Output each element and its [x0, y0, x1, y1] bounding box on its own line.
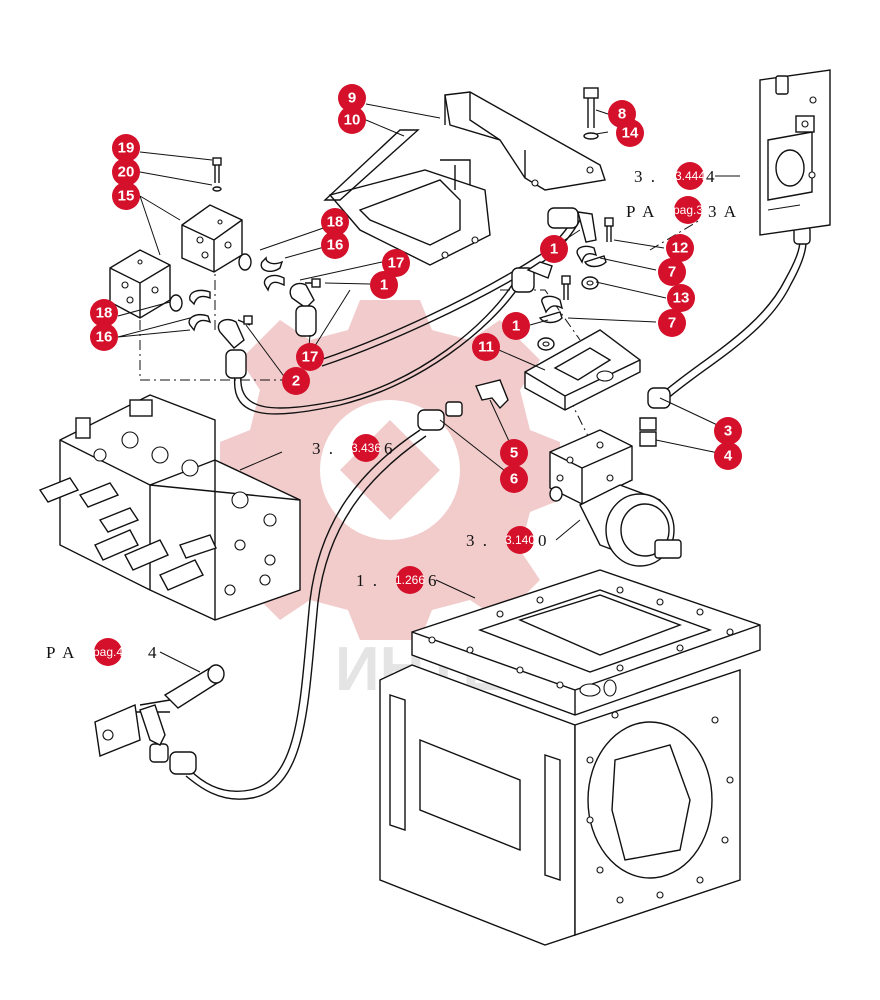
callout-number: 10: [344, 112, 361, 129]
leader-lines: [117, 103, 801, 673]
callout-number: 12: [672, 240, 689, 257]
callout-number: 11: [478, 339, 494, 356]
transmission-housing: [379, 569, 761, 946]
callout-1[interactable]: 1: [370, 271, 398, 299]
callout-number: 3: [724, 423, 732, 440]
hydraulic-pump: [549, 429, 682, 567]
bolt-19: [212, 157, 222, 192]
callout-number: 18: [327, 214, 344, 231]
valve-block-lower: [109, 249, 171, 319]
callout-6[interactable]: 6: [500, 465, 528, 493]
reference-badge: pag.3: [673, 203, 703, 217]
reference-prefix: 3 .: [312, 439, 335, 458]
callout-number: 1: [550, 241, 558, 258]
callout-1[interactable]: 1: [502, 312, 530, 340]
callout-number: 18: [96, 305, 113, 322]
cylinder-assembly: [94, 664, 225, 757]
reference-suffix: 6: [384, 439, 395, 458]
reference-prefix: 1 .: [356, 571, 379, 590]
reference-suffix: 6: [428, 571, 439, 590]
reference-1-266: 1 . 1.266 6: [356, 566, 439, 594]
callout-number: 1: [380, 277, 388, 294]
reference-3-140: 3 . 3.140 0: [466, 526, 549, 554]
reference-prefix: P A: [46, 643, 76, 662]
mounting-plate-11: [524, 329, 641, 411]
reference-badge: 3.436: [351, 441, 381, 455]
callout-number: 20: [118, 164, 135, 181]
reference-badge: 3.140: [505, 533, 535, 547]
callout-19[interactable]: 19: [112, 134, 140, 162]
seal-rings-clamps: [169, 253, 321, 332]
callout-number: 7: [668, 264, 676, 281]
callout-number: 16: [327, 237, 344, 254]
callout-9[interactable]: 9: [338, 84, 366, 112]
reference-badge: 3.444: [675, 169, 705, 183]
callout-number: 15: [118, 188, 135, 205]
control-valve-bank: [38, 394, 301, 621]
reference-suffix: 4: [148, 643, 159, 662]
callout-18[interactable]: 18: [321, 208, 349, 236]
callout-number: 4: [724, 448, 733, 465]
callout-2[interactable]: 2: [282, 367, 310, 395]
reference-suffix: 3 A: [708, 202, 738, 221]
callout-number: 17: [388, 255, 405, 272]
callout-14[interactable]: 14: [616, 119, 644, 147]
callout-number: 8: [618, 106, 626, 123]
callout-number: 2: [292, 373, 300, 390]
support-bracket-lower: [323, 129, 491, 266]
callout-number: 6: [510, 471, 518, 488]
callout-20[interactable]: 20: [112, 158, 140, 186]
reference-3-436: 3 . 3.436 6: [312, 434, 395, 462]
reference-prefix: P A: [626, 202, 656, 221]
reference-prefix: 3 .: [634, 167, 657, 186]
callout-4[interactable]: 4: [714, 442, 742, 470]
callout-number: 19: [118, 140, 135, 157]
callout-15[interactable]: 15: [112, 182, 140, 210]
callout-17[interactable]: 17: [296, 343, 324, 371]
callout-number: 13: [673, 290, 690, 307]
callout-7[interactable]: 7: [658, 258, 686, 286]
reference-prefix: 3 .: [466, 531, 489, 550]
callout-number: 14: [622, 125, 639, 142]
callout-7[interactable]: 7: [658, 309, 686, 337]
callout-3[interactable]: 3: [714, 417, 742, 445]
reference-3-444: 3 . 3.444 4: [634, 162, 717, 190]
bulkhead-plate: [759, 69, 831, 236]
callout-number: 16: [96, 329, 113, 346]
callout-number: 5: [510, 445, 518, 462]
callout-13[interactable]: 13: [667, 284, 695, 312]
callout-5[interactable]: 5: [500, 439, 528, 467]
reference-suffix: 0: [538, 531, 549, 550]
callout-number: 7: [668, 315, 676, 332]
callout-12[interactable]: 12: [666, 234, 694, 262]
reference-badge: 1.266: [395, 573, 425, 587]
valve-block-15: [181, 204, 243, 273]
callout-number: 9: [348, 90, 356, 107]
callout-1[interactable]: 1: [540, 235, 568, 263]
callout-10[interactable]: 10: [338, 106, 366, 134]
callout-17[interactable]: 17: [382, 249, 410, 277]
reference-pag-3: P A pag.3 3 A: [626, 196, 738, 224]
callout-16[interactable]: 16: [90, 323, 118, 351]
reference-badge: pag.4: [93, 645, 123, 659]
support-bracket-top: [444, 91, 606, 191]
callout-16[interactable]: 16: [321, 231, 349, 259]
reference-suffix: 4: [706, 167, 717, 186]
callout-11[interactable]: 11: [472, 333, 500, 361]
callout-number: 17: [302, 349, 319, 366]
callout-18[interactable]: 18: [90, 299, 118, 327]
bolt-8: [583, 87, 599, 140]
callout-number: 1: [512, 318, 520, 335]
reference-pag-4: P A pag.4 4: [46, 638, 159, 666]
